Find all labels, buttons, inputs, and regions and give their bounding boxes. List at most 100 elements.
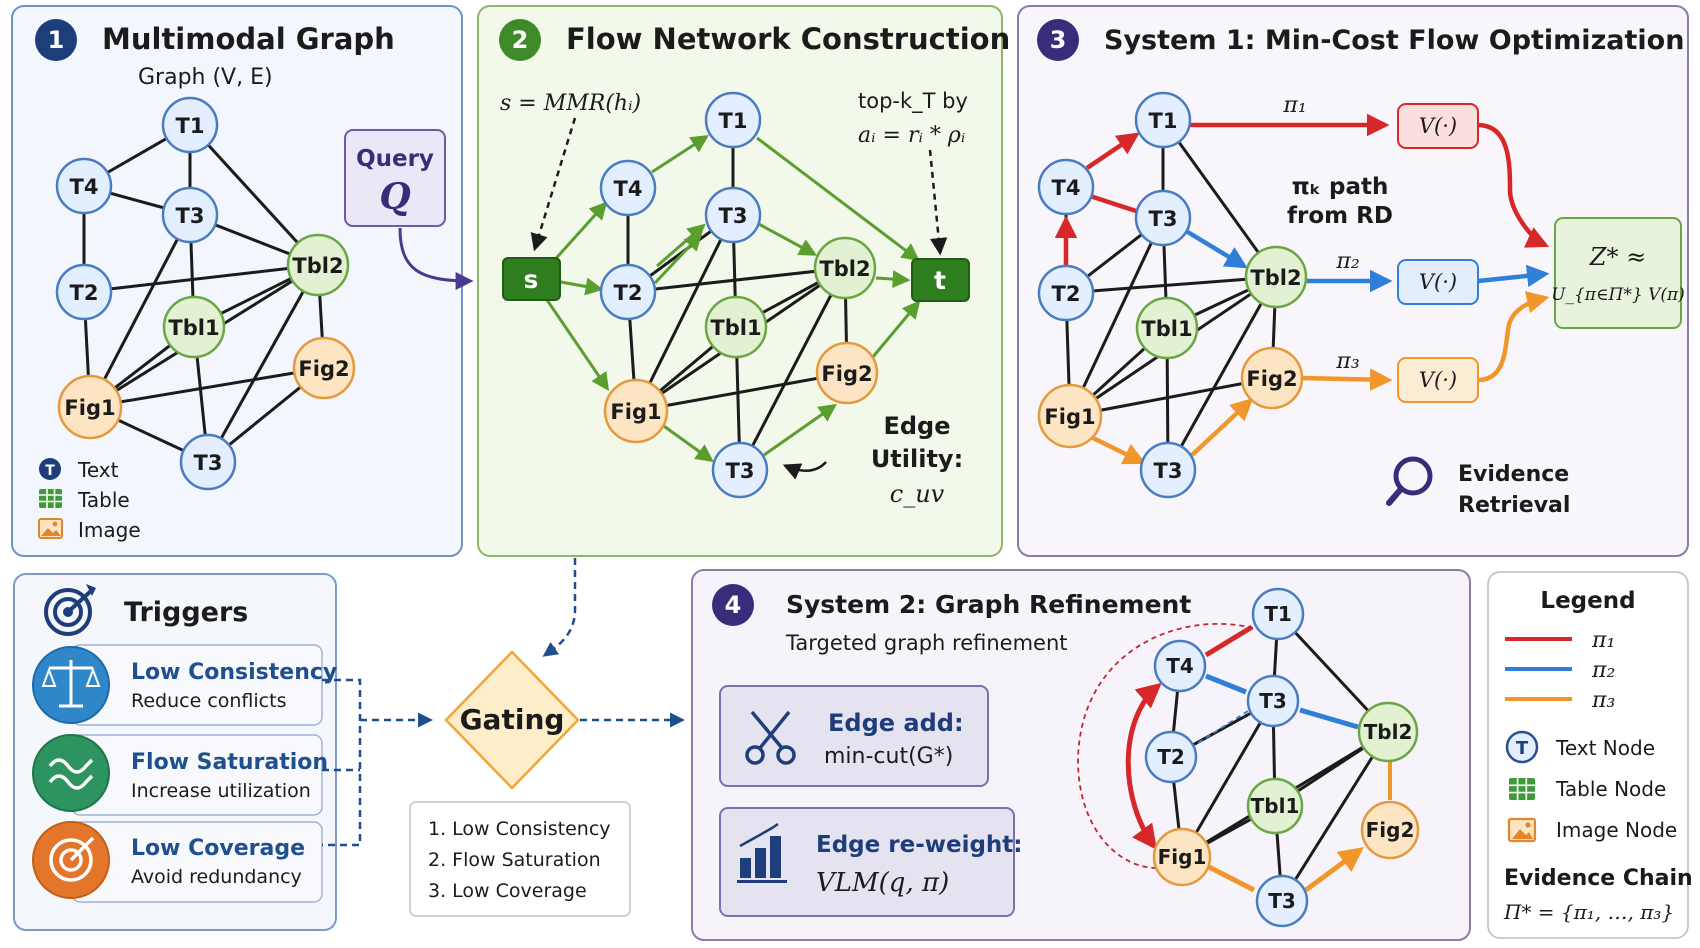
scissors-icon bbox=[745, 710, 796, 765]
node-t2: T2 bbox=[1037, 264, 1095, 322]
svg-text:Fig1: Fig1 bbox=[1044, 405, 1095, 429]
panel-2: 2 Flow Network Construction s = MMR(hᵢ) … bbox=[499, 19, 1010, 508]
panel2-to-gating-arrow bbox=[542, 558, 577, 657]
svg-text:T2: T2 bbox=[1157, 745, 1185, 769]
value-box-1 bbox=[1397, 103, 1479, 149]
gating-list-item-2: 2. Flow Saturation bbox=[428, 849, 601, 871]
panel-1-number-badge bbox=[35, 19, 77, 61]
panel-1: 1 Multimodal Graph Graph (V, E) T1 bbox=[35, 19, 474, 542]
node-fig1: Fig1 bbox=[1152, 827, 1212, 887]
svg-text:T3: T3 bbox=[194, 451, 223, 475]
node-t3: T3 bbox=[1246, 674, 1300, 728]
legend-text-node: Text Node bbox=[1555, 736, 1655, 760]
node-t1: T1 bbox=[1134, 91, 1192, 149]
svg-text:Fig2: Fig2 bbox=[1246, 367, 1297, 391]
node-t2: T2 bbox=[55, 263, 113, 321]
svg-text:Tbl1: Tbl1 bbox=[710, 316, 761, 340]
svg-text:V(·): V(·) bbox=[1419, 270, 1457, 294]
svg-text:Fig1: Fig1 bbox=[64, 396, 115, 420]
topk-line-1: top-k_T by bbox=[858, 89, 968, 114]
panel-1-title: Multimodal Graph bbox=[102, 22, 395, 56]
node-fig2: Fig2 bbox=[1240, 346, 1304, 410]
query-symbol: Q bbox=[379, 176, 410, 218]
panel-4-highlighted-edges bbox=[1077, 622, 1392, 893]
svg-text:V(·): V(·) bbox=[1419, 114, 1457, 138]
target-icon bbox=[32, 821, 110, 899]
trigger-3-title: Low Coverage bbox=[131, 836, 305, 861]
legend-pi2: π₂ bbox=[1591, 658, 1615, 683]
svg-text:Tbl2: Tbl2 bbox=[1250, 266, 1301, 290]
gating-list-item-3: 3. Low Coverage bbox=[428, 880, 587, 902]
legend-panel: Legend π₁ π₂ π₃ T Text Node Table Node I… bbox=[1503, 588, 1693, 924]
node-tbl1: Tbl1 bbox=[704, 295, 768, 359]
edge-add-box[interactable] bbox=[719, 685, 989, 787]
svg-text:Tbl2: Tbl2 bbox=[1364, 720, 1413, 744]
legend-table-node: Table Node bbox=[1555, 777, 1666, 801]
table-node-icon bbox=[1509, 778, 1535, 800]
edge-reweight-box[interactable] bbox=[719, 807, 1015, 917]
node-t2: T2 bbox=[599, 263, 657, 321]
bar-chart-icon bbox=[737, 822, 787, 883]
svg-text:T1: T1 bbox=[719, 109, 748, 133]
trigger-1-desc: Reduce conflicts bbox=[131, 690, 286, 712]
node-tbl2: Tbl2 bbox=[286, 233, 350, 297]
edge-utility-line-1: Edge bbox=[883, 412, 950, 440]
svg-text:Tbl1: Tbl1 bbox=[1251, 794, 1300, 818]
pi2-label: π₂ bbox=[1335, 249, 1359, 274]
result-box bbox=[1554, 217, 1682, 329]
node-tbl1: Tbl1 bbox=[162, 295, 226, 359]
edge-add-formula: min-cut(G*) bbox=[824, 744, 953, 769]
node-fig1: Fig1 bbox=[1037, 383, 1103, 449]
node-t1: T1 bbox=[1251, 587, 1305, 641]
panel-4-number: 4 bbox=[725, 591, 742, 619]
node-t3b: T3 bbox=[179, 433, 237, 491]
svg-text:T3: T3 bbox=[1259, 689, 1287, 713]
panel-1-subtitle: Graph (V, E) bbox=[138, 65, 273, 90]
node-t3: T3 bbox=[1134, 189, 1192, 247]
svg-text:T2: T2 bbox=[1052, 282, 1081, 306]
wave-icon bbox=[32, 734, 110, 812]
svg-text:T3: T3 bbox=[1149, 207, 1178, 231]
triggers-title: Triggers bbox=[124, 597, 248, 628]
svg-text:T2: T2 bbox=[614, 281, 643, 305]
panel-3: 3 System 1: Min-Cost Flow Optimization bbox=[1037, 19, 1685, 518]
node-tbl2: Tbl2 bbox=[813, 236, 877, 300]
node-t3b: T3 bbox=[1139, 441, 1197, 499]
gating-diamond[interactable] bbox=[444, 650, 580, 790]
node-t4: T4 bbox=[599, 159, 657, 217]
node-tbl2: Tbl2 bbox=[1357, 701, 1419, 763]
gating-list-item-1: 1. Low Consistency bbox=[428, 818, 611, 840]
svg-text:T1: T1 bbox=[176, 114, 205, 138]
panel-1-nodes: T1 T4 T3 T2 Tbl2 Tbl1 Fig2 Fig1 T3 bbox=[55, 96, 356, 491]
image-legend-icon bbox=[38, 518, 63, 539]
legend-image-label: Image bbox=[78, 518, 141, 542]
svg-text:T4: T4 bbox=[1052, 176, 1081, 200]
evidence-chain-formula: Π* = {π₁, …, π₃} bbox=[1503, 900, 1674, 924]
svg-text:Tbl1: Tbl1 bbox=[1141, 317, 1192, 341]
sink-node bbox=[911, 258, 970, 302]
svg-text:T: T bbox=[1516, 738, 1529, 759]
image-node-icon bbox=[1507, 817, 1537, 843]
legend-frame bbox=[1487, 571, 1689, 939]
pi3-label: π₃ bbox=[1335, 349, 1359, 374]
edge-reweight-title: Edge re-weight: bbox=[816, 832, 1023, 858]
node-fig1: Fig1 bbox=[57, 374, 123, 440]
svg-text:T3: T3 bbox=[726, 459, 755, 483]
node-tbl1: Tbl1 bbox=[1135, 296, 1199, 360]
panel-4: 4 System 2: Graph Refinement Targeted gr… bbox=[712, 584, 1420, 928]
evidence-line-1: Evidence bbox=[1458, 462, 1569, 487]
formula-s: s = MMR(hᵢ) bbox=[500, 91, 641, 116]
node-fig2: Fig2 bbox=[292, 336, 356, 400]
gating-label: Gating bbox=[460, 703, 565, 736]
panel-3-nodes: T1 T4 T3 T2 Tbl2 Tbl1 Fig2 Fig1 T3 bbox=[1037, 91, 1308, 499]
path-label-line-2: from RD bbox=[1287, 203, 1393, 229]
edge-add-title: Edge add: bbox=[828, 709, 964, 737]
query-label: Query bbox=[356, 146, 434, 172]
svg-text:Fig1: Fig1 bbox=[1158, 845, 1207, 869]
svg-text:T4: T4 bbox=[70, 175, 99, 199]
path-label-line-1: πₖ path bbox=[1292, 174, 1389, 200]
panel-3-paths bbox=[1054, 113, 1550, 465]
panel-4-title: System 2: Graph Refinement bbox=[786, 590, 1191, 619]
pi1-label: π₁ bbox=[1282, 93, 1306, 118]
